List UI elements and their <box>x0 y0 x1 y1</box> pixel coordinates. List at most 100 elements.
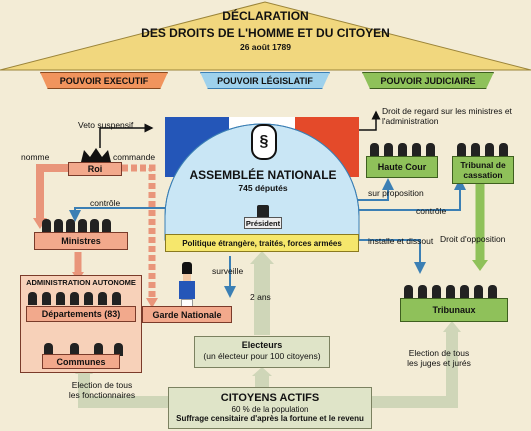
official-figure <box>84 292 93 305</box>
communes-box: Communes <box>42 354 120 369</box>
official-figure <box>94 343 103 356</box>
departements-box: Départements (83) <box>26 306 136 322</box>
judge-figure <box>432 285 441 298</box>
title-line1: DÉCLARATION <box>222 9 309 23</box>
commande-arrow <box>122 164 156 300</box>
assemblee-emblem: § <box>251 124 277 160</box>
citoyens-box: CITOYENS ACTIFS 60 % de la population Su… <box>168 387 372 429</box>
citoyens-tribunaux-arrow <box>372 330 458 408</box>
president-box: Président <box>244 217 282 229</box>
haute-cour-box: Haute Cour <box>366 156 438 178</box>
nomme-arrow <box>36 164 68 220</box>
veto-arrow <box>99 123 154 148</box>
minister-figure <box>78 219 87 232</box>
citoyens-line2: Suffrage censitaire d'après la fortune e… <box>176 414 364 423</box>
assemblee-title-block: ASSEMBLÉE NATIONALE 745 députés <box>168 168 358 193</box>
judge-figure <box>384 143 393 156</box>
administration-title: ADMINISTRATION AUTONOME <box>26 278 136 287</box>
cassation-label: Tribunal de cassation <box>460 160 506 180</box>
minister-figure <box>90 219 99 232</box>
official-figure <box>70 343 79 356</box>
tribunaux-label: Tribunaux <box>432 305 476 315</box>
judge-figure <box>426 143 435 156</box>
nomme-label: nomme <box>21 152 50 162</box>
judge-figure <box>457 143 466 156</box>
installe-label: installe et dissout <box>368 236 434 246</box>
official-figure <box>70 292 79 305</box>
crown-icon <box>81 148 111 162</box>
sur-proposition-label: sur proposition <box>368 188 424 198</box>
soldier-figure <box>176 262 198 310</box>
tribunaux-box: Tribunaux <box>400 298 508 322</box>
official-figure <box>42 292 51 305</box>
title-block: DÉCLARATION DES DROITS DE L'HOMME ET DU … <box>0 9 531 52</box>
judge-figure <box>418 285 427 298</box>
official-figure <box>44 343 53 356</box>
commande-label: commande <box>113 152 156 162</box>
judge-figure <box>412 143 421 156</box>
title-line2: DES DROITS DE L'HOMME ET DU CITOYEN <box>141 26 390 40</box>
judge-figure <box>499 143 508 156</box>
controle-left-label: contrôle <box>90 198 121 208</box>
electeurs-title: Electeurs <box>241 340 283 350</box>
assemblee-domains: Politique étrangère, traités, forces arm… <box>165 234 359 252</box>
judge-figure <box>404 285 413 298</box>
garde-box: Garde Nationale <box>142 306 232 323</box>
banner-judiciaire: POUVOIR JUDICIAIRE <box>362 72 494 89</box>
haute-cour-label: Haute Cour <box>377 162 427 172</box>
roof <box>0 1 531 71</box>
banner-judiciaire-label: POUVOIR JUDICIAIRE <box>380 75 476 86</box>
minister-figure <box>66 219 75 232</box>
president-label: Président <box>245 218 281 228</box>
electeurs-box: Electeurs (un électeur pour 100 citoyens… <box>194 336 330 368</box>
communes-label: Communes <box>56 356 106 367</box>
judge-figure <box>370 143 379 156</box>
citoyens-title: CITOYENS ACTIFS <box>220 392 320 404</box>
official-figure <box>112 292 121 305</box>
banner-executif: POUVOIR EXECUTIF <box>40 72 168 89</box>
communes-figures <box>44 343 124 356</box>
official-figure <box>98 292 107 305</box>
judge-figure <box>471 143 480 156</box>
ministres-label: Ministres <box>61 236 101 246</box>
election-juges-label: Election de tous les juges et jurés <box>407 348 471 368</box>
ministres-box: Ministres <box>34 232 128 250</box>
banner-legislatif-label: POUVOIR LÉGISLATIF <box>217 75 313 86</box>
judge-figure <box>398 143 407 156</box>
roi-label: Roi <box>87 164 103 174</box>
ministres-figures <box>42 219 122 232</box>
judge-figure <box>488 285 497 298</box>
cassation-figures <box>455 143 511 156</box>
deux-ans-label: 2 ans <box>250 292 271 302</box>
tribunaux-figures <box>402 285 506 299</box>
title-date: 26 août 1789 <box>239 42 292 52</box>
controle-left-arrow <box>69 207 168 222</box>
veto-label: Veto suspensif <box>78 120 134 130</box>
president-figure <box>257 205 269 217</box>
official-figure <box>28 292 37 305</box>
official-figure <box>114 343 123 356</box>
sur-proposition-arrow <box>352 178 394 201</box>
citoyens-line1: 60 % de la population <box>231 405 309 414</box>
minister-figure <box>42 219 51 232</box>
installe-arrow <box>352 239 426 274</box>
judge-figure <box>474 285 483 298</box>
controle-right-arrow <box>352 178 466 211</box>
droit-opposition-label: Droit d'opposition <box>440 234 506 244</box>
judge-figure <box>485 143 494 156</box>
judge-figure <box>460 285 469 298</box>
surveille-label: surveille <box>212 266 244 276</box>
cassation-box: Tribunal de cassation <box>452 156 514 184</box>
minister-figure <box>54 219 63 232</box>
garde-label: Garde Nationale <box>152 309 222 320</box>
haute-cour-figures <box>368 143 438 156</box>
assemblee-hemicycle <box>164 117 360 241</box>
assemblee-name: ASSEMBLÉE NATIONALE <box>189 168 337 182</box>
roi-box: Roi <box>68 162 122 176</box>
election-fonctionnaires-label: Election de tous les fonctionnaires <box>68 380 136 400</box>
minister-figure <box>102 219 111 232</box>
banner-executif-label: POUVOIR EXECUTIF <box>59 75 149 86</box>
citoyens-communes-arrow <box>78 372 168 408</box>
official-figure <box>56 292 65 305</box>
judge-figure <box>446 285 455 298</box>
